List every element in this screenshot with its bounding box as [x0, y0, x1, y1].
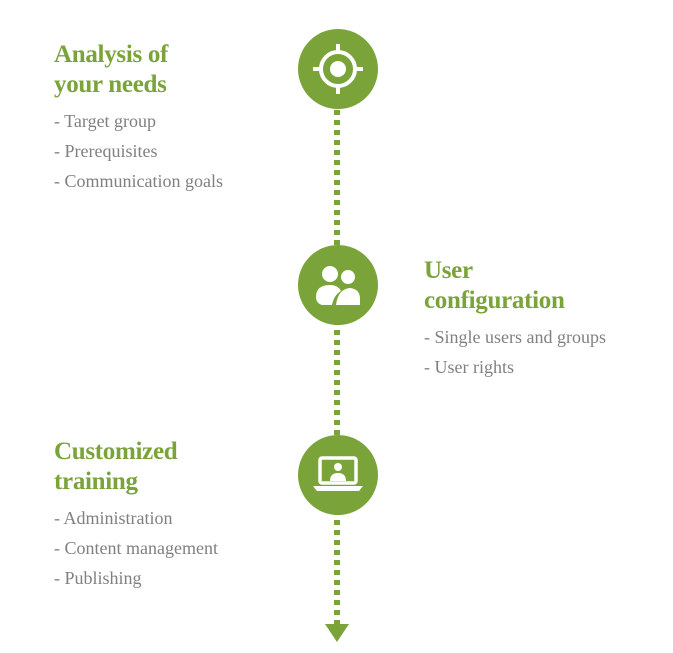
step-2-title: User configuration: [424, 256, 664, 316]
list-item: - User rights: [424, 357, 514, 377]
step-3-title: Customized training: [54, 437, 294, 497]
step-1-title-line-1: Analysis of: [54, 41, 169, 68]
step-1-list: - Target group - Prerequisites - Communi…: [54, 106, 294, 196]
step-2-title-line-2: configuration: [424, 287, 565, 314]
step-1-circle: [298, 29, 378, 109]
list-item: - Target group: [54, 111, 157, 131]
list-item: - Publishing: [54, 568, 142, 588]
list-item: - Content management: [54, 538, 218, 558]
step-3-circle: [298, 435, 378, 515]
list-item: - Single users and groups: [424, 327, 606, 347]
step-3-list: - Administration - Content management - …: [54, 503, 294, 593]
timeline-arrow-head: [325, 624, 349, 642]
step-1-title-line-2: your needs: [54, 71, 167, 98]
list-item: - Administration: [54, 508, 173, 528]
timeline-dotted-line: [334, 100, 340, 630]
step-1-text: Analysis of your needs - Target group - …: [54, 40, 294, 196]
step-2-title-line-1: User: [424, 257, 473, 284]
list-item: - Prerequisites: [54, 141, 158, 161]
step-2-circle: [298, 245, 378, 325]
list-item: - Communication goals: [54, 171, 223, 191]
target-icon: [313, 44, 363, 94]
users-icon: [316, 266, 360, 305]
step-1-title: Analysis of your needs: [54, 40, 294, 100]
laptop-user-icon: [313, 456, 363, 491]
step-2-list: - Single users and groups - User rights: [424, 322, 664, 382]
step-3-title-line-2: training: [54, 468, 138, 495]
step-3-text: Customized training - Administration - C…: [54, 437, 294, 593]
step-2-text: User configuration - Single users and gr…: [424, 256, 664, 382]
step-3-title-line-1: Customized: [54, 438, 178, 465]
